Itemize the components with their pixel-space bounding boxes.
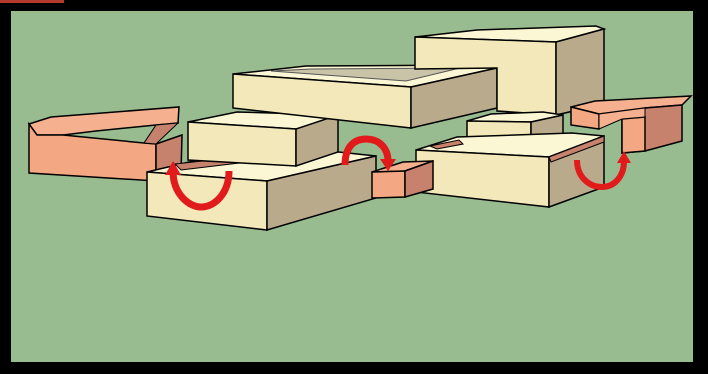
accent-mark bbox=[0, 0, 64, 3]
model-canvas[interactable] bbox=[11, 11, 693, 362]
cream-block-middle-left[interactable] bbox=[188, 112, 338, 166]
3d-viewport[interactable] bbox=[11, 11, 693, 362]
